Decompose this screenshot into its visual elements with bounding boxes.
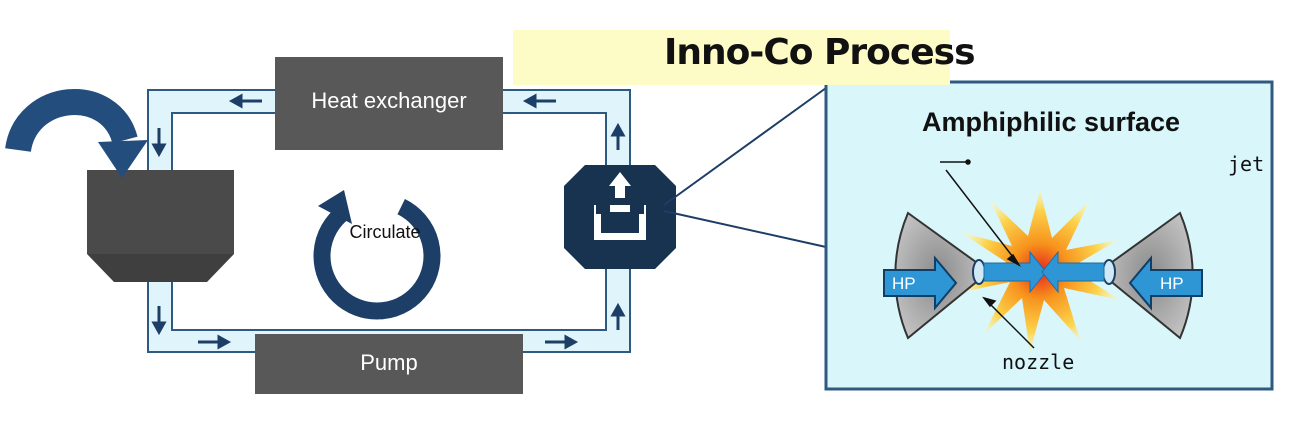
- flow-arrow-left-lower: [151, 306, 167, 336]
- leader-lines: [940, 159, 1035, 349]
- feed-arrow-icon: [5, 89, 148, 178]
- heat-exchanger-label: Heat exchanger: [311, 88, 467, 113]
- distribution-valve-icon: [564, 165, 676, 269]
- flow-arrow-bottom-left: [198, 334, 232, 350]
- nozzle-label: nozzle: [1002, 350, 1075, 374]
- detail-heading: Amphiphilic surface: [922, 107, 1181, 137]
- flow-arrows: [151, 93, 626, 350]
- hp-arrow-right-icon: [1128, 255, 1203, 311]
- hopper-tank: [87, 170, 234, 282]
- flow-arrow-left-upper: [151, 128, 167, 158]
- hp-left-label: HP: [892, 274, 916, 293]
- hp-arrow-left-icon: [883, 255, 958, 311]
- pump-label: Pump: [360, 350, 418, 375]
- hp-right-label: HP: [1160, 274, 1184, 293]
- zoom-callout-lines: [663, 87, 827, 248]
- heat-exchanger-block: [275, 57, 503, 150]
- flow-arrow-right-lower: [610, 302, 626, 330]
- title-highlight: [513, 30, 950, 85]
- jet-streams: [983, 250, 1105, 294]
- flow-arrow-top-left: [228, 93, 262, 109]
- circulate-arrow-icon: [313, 190, 441, 320]
- flow-arrow-bottom-right: [545, 334, 579, 350]
- jet-label: jet: [1228, 152, 1265, 176]
- page-title: Inno-Co Process: [664, 32, 975, 73]
- flow-arrow-right-upper: [610, 122, 626, 150]
- pump-block: [255, 334, 523, 394]
- circulate-label: Circulate: [349, 222, 421, 242]
- flow-arrow-top-right: [522, 93, 556, 109]
